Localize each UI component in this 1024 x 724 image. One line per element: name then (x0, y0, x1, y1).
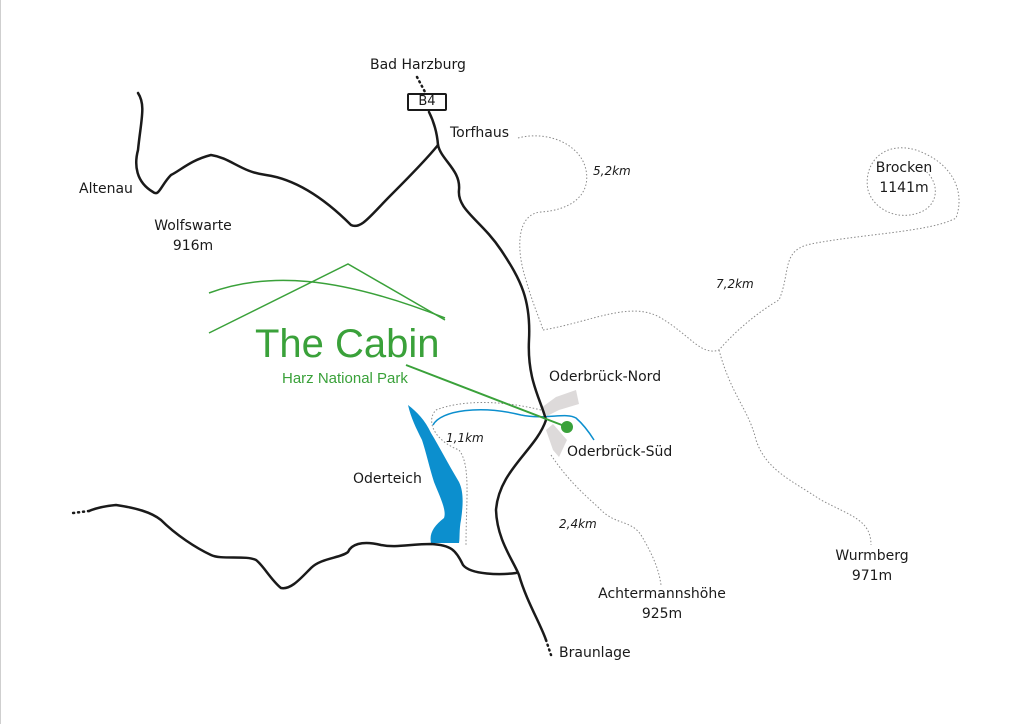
wolfswarte-name: Wolfswarte (154, 218, 232, 234)
label-altenau: Altenau (79, 181, 133, 197)
road-b4 (427, 110, 548, 642)
distance-achtermannshoehe: 2,4km (559, 517, 597, 531)
cabin-location-marker[interactable] (561, 421, 573, 433)
logo-peak (208, 263, 446, 334)
road-continuations (71, 75, 553, 657)
wolfswarte-elevation: 916m (172, 238, 214, 254)
label-bad-harzburg: Bad Harzburg (370, 57, 466, 73)
wurmberg-name: Wurmberg (835, 548, 909, 564)
road-altenau (135, 91, 440, 228)
b4-road-sign: B4 (407, 93, 447, 111)
trail-brocken (542, 147, 960, 352)
b4-road-sign-label: B4 (418, 94, 436, 109)
road-to-bad-harzburg (415, 75, 427, 94)
label-wurmberg: Wurmberg 971m (822, 546, 922, 586)
wurmberg-elevation: 971m (851, 568, 893, 584)
label-wolfswarte: Wolfswarte 916m (143, 216, 243, 256)
roads (87, 91, 548, 642)
road-south (87, 503, 518, 590)
hiking-trails (431, 135, 960, 586)
label-torfhaus: Torfhaus (450, 125, 510, 141)
logo-subtitle: Harz National Park (282, 370, 408, 387)
parking-oderbrueck-nord (541, 390, 579, 416)
parking-oderbrueck-sued (546, 424, 567, 457)
distance-oderteich: 1,1km (446, 431, 484, 445)
trail-oderteich (431, 402, 542, 546)
label-oderbrueck-nord: Oderbrück-Nord (549, 369, 662, 385)
trail-achtermannshoehe (550, 454, 662, 586)
logo-title: The Cabin (255, 322, 440, 366)
oderteich-lake (408, 405, 463, 543)
label-brocken: Brocken 1141m (859, 158, 949, 198)
brocken-elevation: 1141m (879, 180, 929, 196)
logo-arc (208, 279, 446, 319)
label-braunlage: Braunlage (559, 645, 631, 661)
road-west-continuation (71, 509, 91, 515)
cabin-pointer-line (405, 364, 568, 428)
trail-torfhaus (517, 135, 588, 331)
brocken-name: Brocken (875, 160, 933, 176)
label-oderteich: Oderteich (353, 471, 422, 487)
road-to-braunlage (544, 638, 553, 657)
trail-wurmberg (718, 349, 872, 546)
distance-torfhaus: 5,2km (593, 164, 631, 178)
achtermannshoehe-name: Achtermannshöhe (598, 586, 726, 602)
oder-stream (432, 409, 595, 441)
achtermannshoehe-elevation: 925m (641, 606, 683, 622)
distance-brocken: 7,2km (716, 277, 754, 291)
logo-mountain (208, 263, 446, 334)
label-oderbrueck-sued: Oderbrück-Süd (567, 444, 673, 460)
label-achtermannshoehe: Achtermannshöhe 925m (589, 584, 735, 624)
